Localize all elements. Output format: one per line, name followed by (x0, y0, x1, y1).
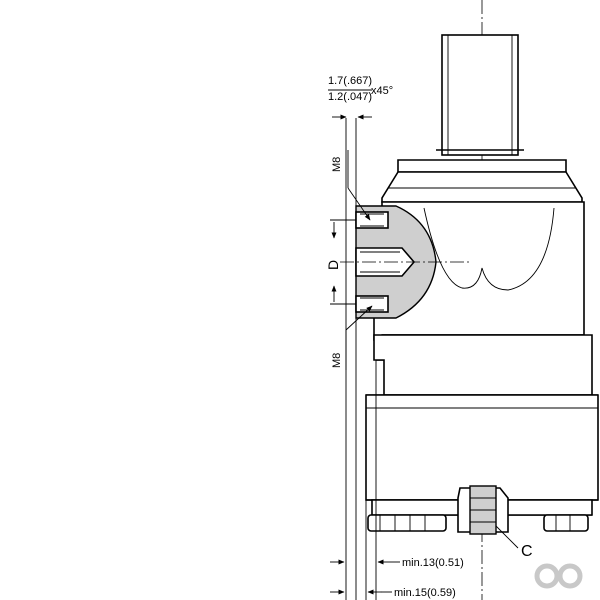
bottom-ports (367, 485, 589, 535)
chamfer-angle-label: x45° (371, 85, 393, 97)
callout-c-label: C (521, 543, 533, 560)
brand-logo (534, 563, 583, 589)
logo-ring-right-icon (557, 563, 583, 589)
thread-lower-annotation: M8 (331, 305, 373, 370)
output-shaft (436, 34, 524, 156)
chamfer-bottom-label: 1.2(.047) (328, 91, 372, 103)
callout-c: C (495, 525, 533, 560)
logo-ring-left-icon (534, 563, 560, 589)
chamfer-top-label: 1.7(.667) (328, 75, 372, 87)
thread-upper-label: M8 (331, 157, 343, 172)
min-13-dimension: min.13(0.51) (330, 557, 464, 569)
dim-d-label: D (325, 260, 341, 270)
thread-lower-label: M8 (331, 353, 343, 368)
min-13-label: min.13(0.51) (402, 557, 464, 569)
min-15-dimension: min.15(0.59) (330, 587, 456, 599)
port-section (340, 205, 470, 319)
thread-upper-annotation: M8 (331, 150, 371, 221)
mounting-flange (381, 159, 583, 203)
port-d-dimension: D (325, 219, 356, 305)
min-15-label: min.15(0.59) (394, 587, 456, 599)
chamfer-annotation: 1.7(.667) 1.2(.047) x45° (328, 75, 393, 120)
